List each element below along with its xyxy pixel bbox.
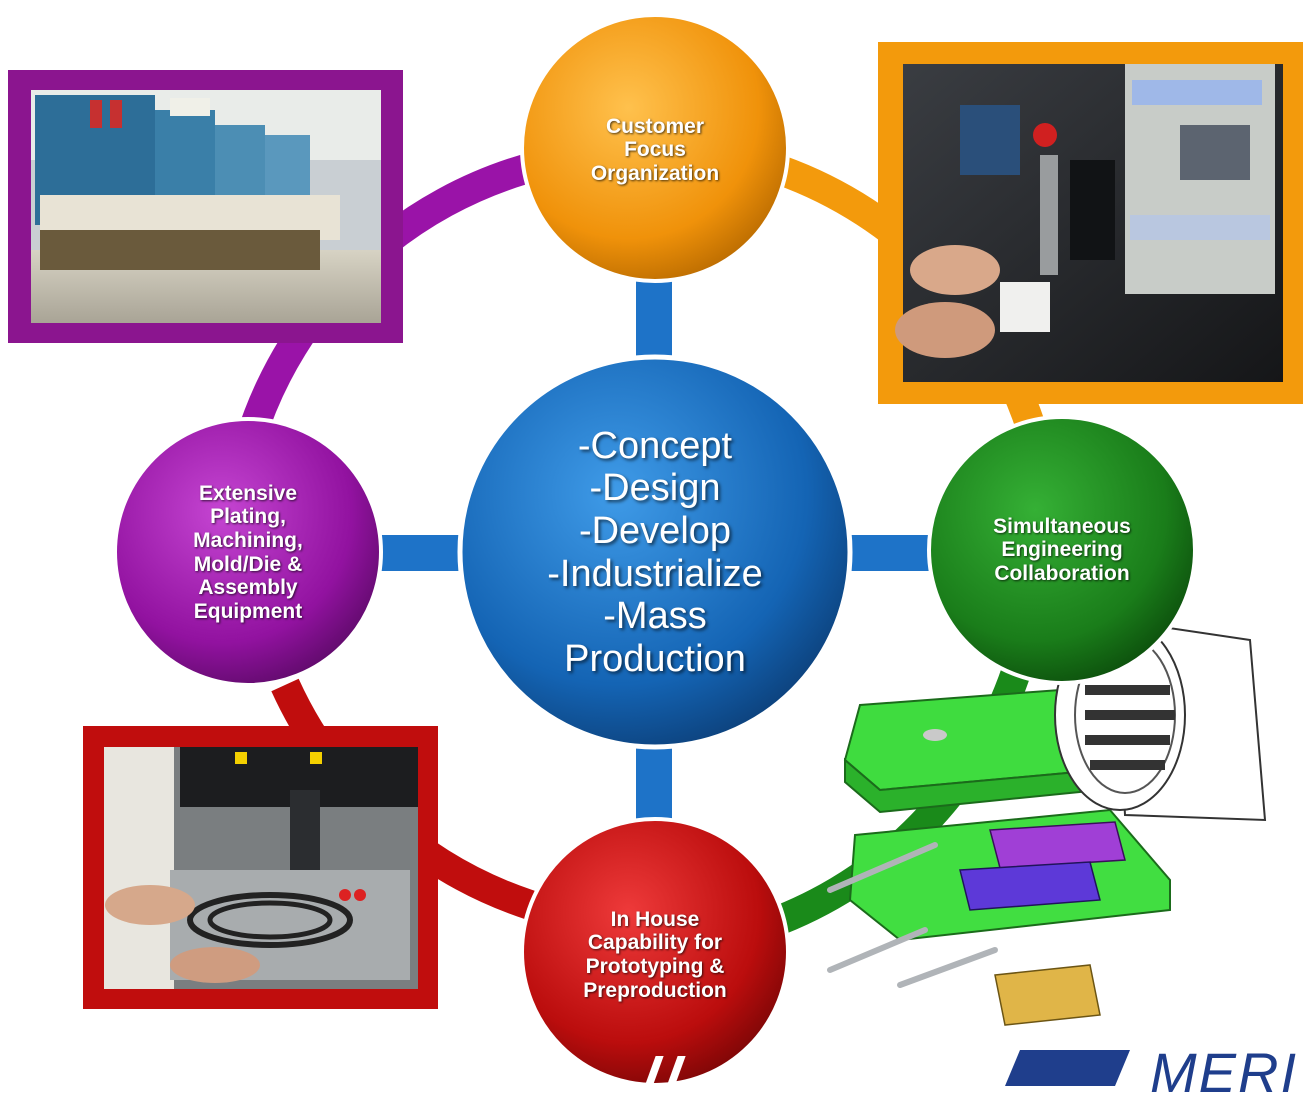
plating-line-photo (8, 70, 403, 343)
node-in-house-capability (520, 817, 790, 1086)
center-process-label: -Concept -Design -Develop -Industrialize… (547, 424, 763, 680)
spoke-right (845, 535, 940, 571)
spokes (380, 270, 940, 845)
nodes (113, 13, 1197, 1086)
extensive-equipment-label: Extensive Plating, Machining, Mold/Die &… (193, 481, 303, 623)
company-logo-mark (644, 1050, 1130, 1086)
node-customer-focus (520, 13, 790, 283)
node-center (457, 354, 853, 750)
connector-mold-tooling-illustration (827, 618, 1267, 1026)
spoke-left (380, 535, 470, 571)
simultaneous-engineering-label: Simultaneous Engineering Collaboration (993, 514, 1131, 585)
node-simultaneous-engineering (927, 415, 1197, 685)
prototype-lab-photo (83, 726, 438, 1009)
customer-focus-label: Customer Focus Organization (590, 114, 720, 185)
company-logo-text: MERI (1150, 1041, 1298, 1104)
in-house-capability-label: In House Capability for Prototyping & Pr… (583, 907, 727, 1002)
node-extensive-equipment (113, 417, 383, 687)
test-equipment-photo (878, 42, 1303, 404)
